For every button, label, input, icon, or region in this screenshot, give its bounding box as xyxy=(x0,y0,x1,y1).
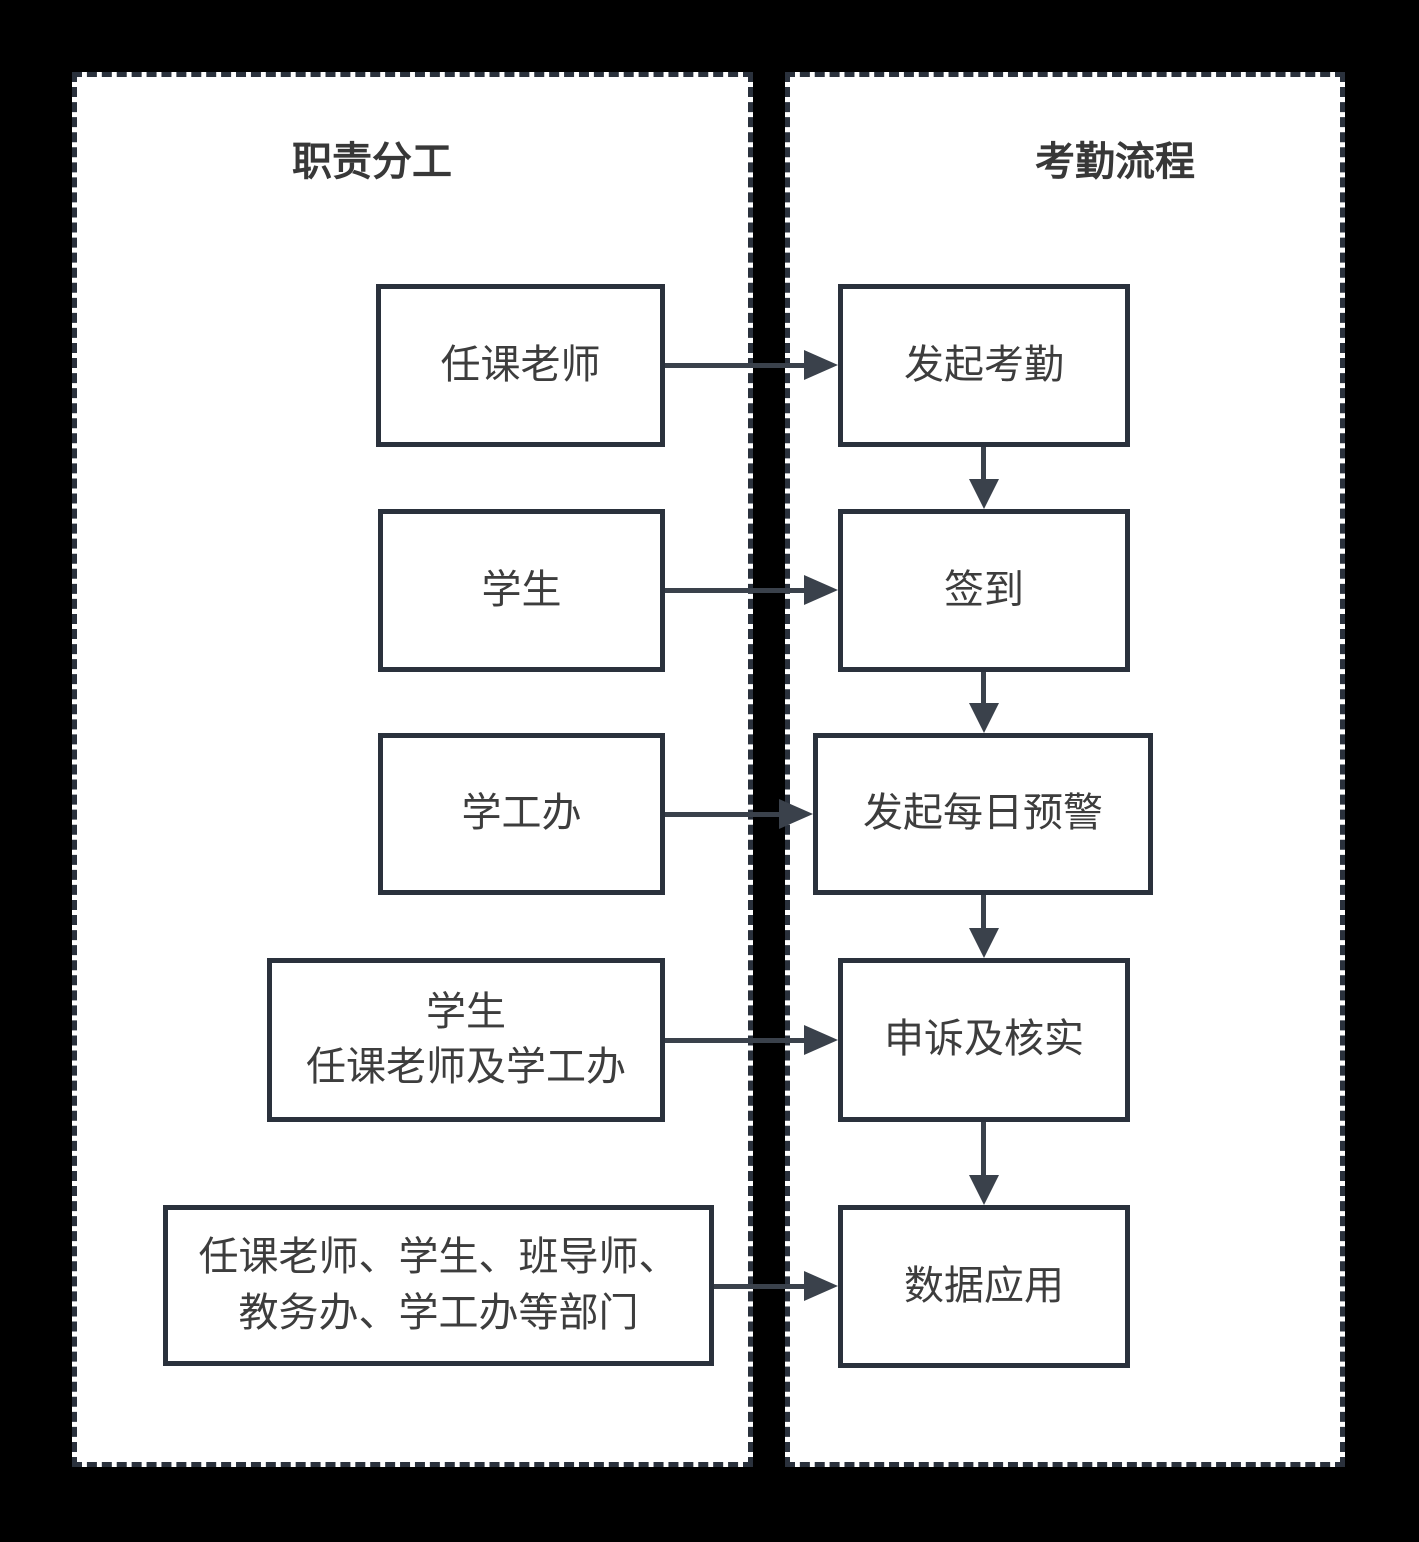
arrow-office-to-warning-line xyxy=(665,812,779,817)
arrow-parties-to-appeal-line xyxy=(665,1038,804,1043)
arrow-parties-to-appeal-head xyxy=(804,1025,838,1055)
arrow-initiate-to-checkin-line xyxy=(981,447,986,479)
role-box-student-teacher-affairs: 学生 任课老师及学工办 xyxy=(267,958,665,1122)
arrow-checkin-to-warning-line xyxy=(981,672,986,703)
arrow-teacher-to-initiate-head xyxy=(804,350,838,380)
responsibilities-title: 职责分工 xyxy=(292,140,452,184)
arrow-office-to-warning-head xyxy=(779,799,813,829)
role-box-student-affairs-office: 学工办 xyxy=(378,733,665,895)
role-box-departments: 任课老师、学生、班导师、 教务办、学工办等部门 xyxy=(163,1205,714,1366)
arrow-appeal-to-data-line xyxy=(981,1122,986,1175)
process-title: 考勤流程 xyxy=(1035,140,1195,184)
arrow-student-to-checkin-head xyxy=(804,575,838,605)
role-box-teacher: 任课老师 xyxy=(376,284,665,447)
arrow-warning-to-appeal-line xyxy=(981,895,986,928)
arrow-initiate-to-checkin-head xyxy=(969,479,999,509)
step-box-check-in: 签到 xyxy=(838,509,1130,672)
arrow-teacher-to-initiate-line xyxy=(665,363,804,368)
arrow-departments-to-data-head xyxy=(804,1271,838,1301)
step-box-data-application: 数据应用 xyxy=(838,1205,1130,1368)
arrow-student-to-checkin-line xyxy=(665,588,804,593)
role-box-student: 学生 xyxy=(378,509,665,672)
arrow-departments-to-data-line xyxy=(714,1284,804,1289)
arrow-checkin-to-warning-head xyxy=(969,703,999,733)
arrow-appeal-to-data-head xyxy=(969,1175,999,1205)
step-box-daily-warning: 发起每日预警 xyxy=(813,733,1153,895)
step-box-appeal-verify: 申诉及核实 xyxy=(838,958,1130,1122)
step-box-initiate-attendance: 发起考勤 xyxy=(838,284,1130,447)
arrow-warning-to-appeal-head xyxy=(969,928,999,958)
